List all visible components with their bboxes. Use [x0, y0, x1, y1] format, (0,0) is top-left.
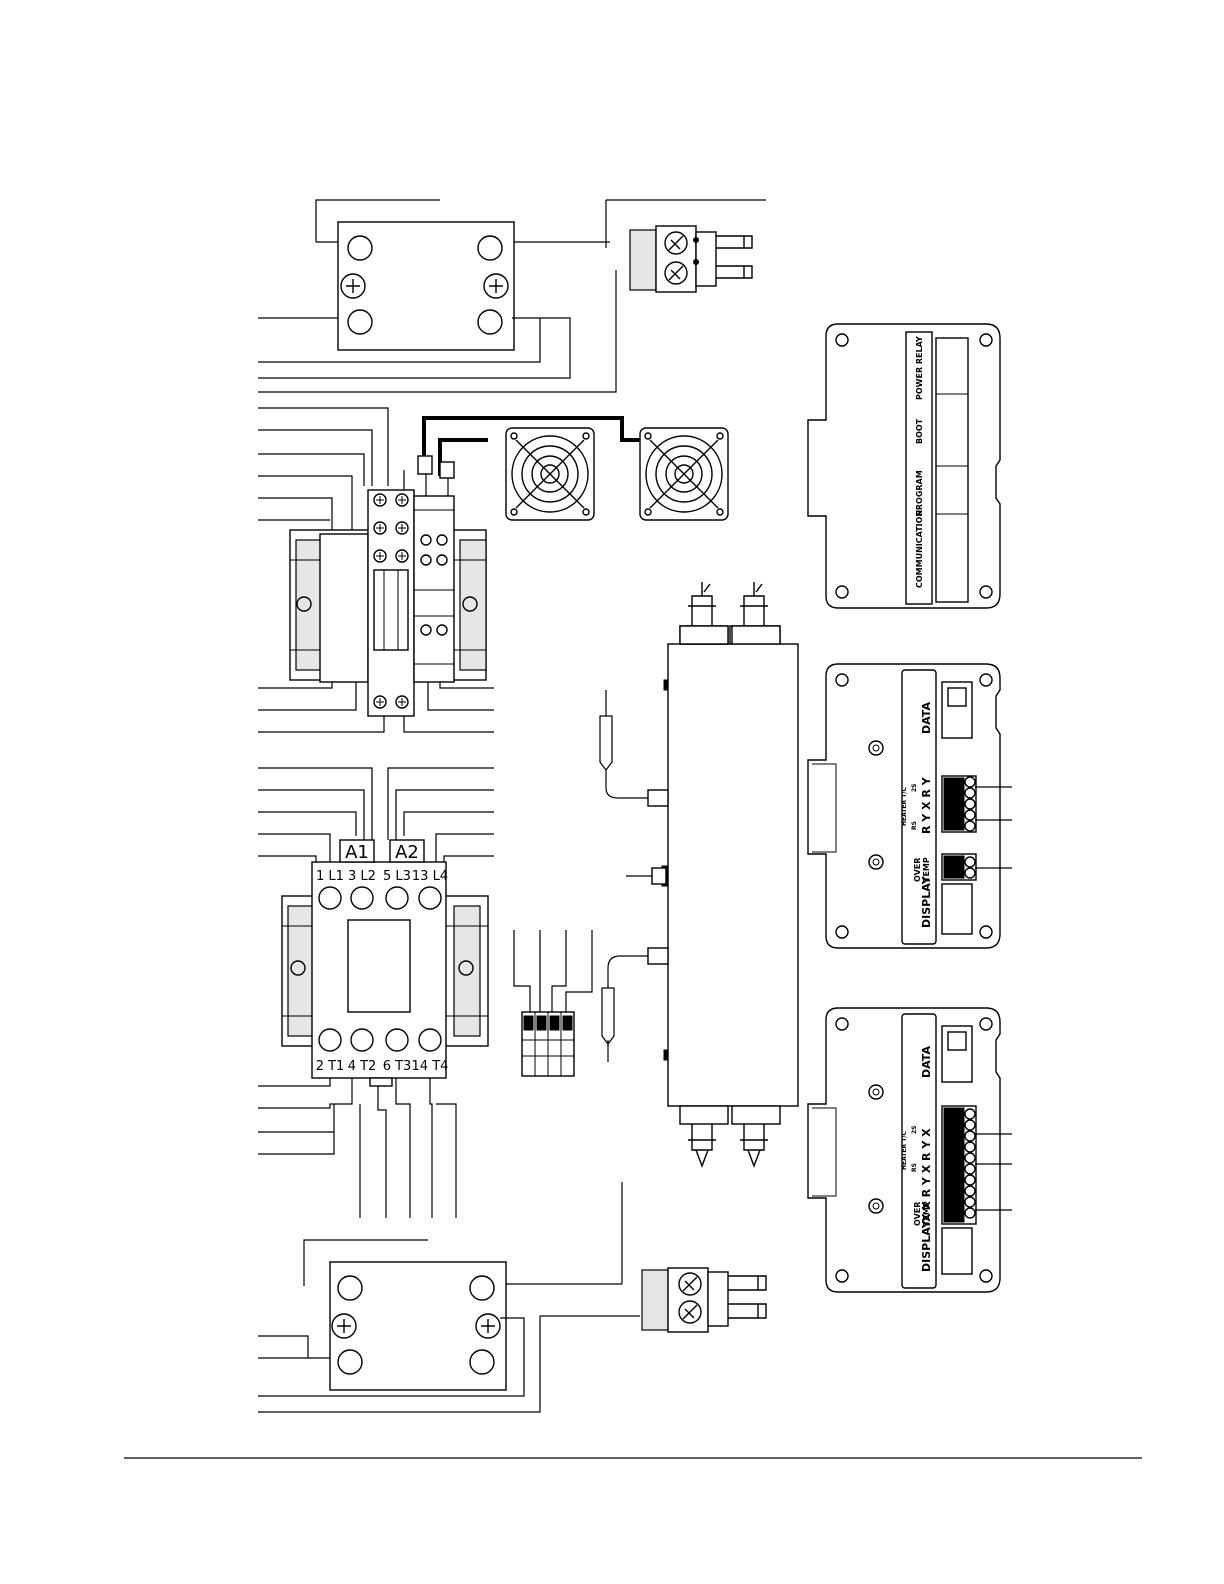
- fan-icon: [506, 428, 594, 520]
- terminal-label: 6 T3: [383, 1059, 412, 1074]
- data-label: DATA: [920, 702, 933, 734]
- terminal-label: 5 L3: [383, 869, 411, 884]
- over-temp-label: OVER: [913, 858, 922, 882]
- contactor: A1 A2 1 L1 3 L2 5 L3 13 L4 2 T1 4 T2 6 T…: [282, 840, 488, 1086]
- heater-tc-label: HEATER T/C: [901, 787, 908, 826]
- channel-label: 2S: [911, 1126, 918, 1135]
- screw-icon: [341, 274, 365, 298]
- thermocouple-probe: [600, 690, 668, 1062]
- terminal-label: 13 L4: [412, 869, 448, 884]
- over-temp-label: TEMP: [922, 857, 931, 882]
- display-label: DISPLAY: [920, 875, 933, 928]
- power-connector-bottom: [642, 1268, 766, 1332]
- channel-label: 2S: [911, 784, 918, 793]
- relay-assembly: [290, 490, 486, 716]
- pcb-display-b: DATA DISPLAY OVER TEMP HEATER T/C RS 2S …: [808, 1008, 1012, 1292]
- solid-state-relay-top: [338, 222, 514, 350]
- power-connector-top: [630, 226, 752, 292]
- terminal-label: 1 L1: [316, 869, 344, 884]
- channel-label: RS: [911, 1163, 918, 1172]
- display-label: DISPLAY: [920, 1219, 933, 1272]
- solid-state-relay-bottom: [330, 1262, 506, 1390]
- terminal-label: 14 T4: [412, 1059, 449, 1074]
- screw-icon: [484, 274, 508, 298]
- section-label: PROGRAM: [915, 470, 924, 516]
- terminal-label: 3 L2: [348, 869, 376, 884]
- channel-label: RS: [911, 821, 918, 830]
- section-label: POWER RELAY: [915, 336, 924, 400]
- terminal-strip: [522, 1012, 574, 1076]
- fan-icon: [640, 428, 728, 520]
- section-label: BOOT: [915, 418, 924, 444]
- heater-tc-label: HEATER T/C: [901, 1131, 908, 1170]
- pcb-display-a: DATA DISPLAY OVER TEMP HEATER T/C RS 2S …: [808, 664, 1012, 948]
- terminal-label: 4 T2: [348, 1059, 377, 1074]
- data-label: DATA: [920, 1046, 933, 1078]
- pin-labels: X X R Y X R Y X: [920, 1128, 933, 1222]
- section-label: COMMUNICATION: [915, 510, 924, 588]
- coil-a1-label: A1: [345, 842, 369, 863]
- heater-body: [662, 582, 798, 1166]
- terminal-label: 2 T1: [316, 1059, 345, 1074]
- screw-icon: [476, 1314, 500, 1338]
- pin-labels: R Y X R Y: [920, 776, 933, 834]
- coil-a2-label: A2: [395, 842, 419, 863]
- screw-icon: [332, 1314, 356, 1338]
- pcb-power-relay: POWER RELAY BOOT PROGRAM COMMUNICATION: [808, 324, 1000, 608]
